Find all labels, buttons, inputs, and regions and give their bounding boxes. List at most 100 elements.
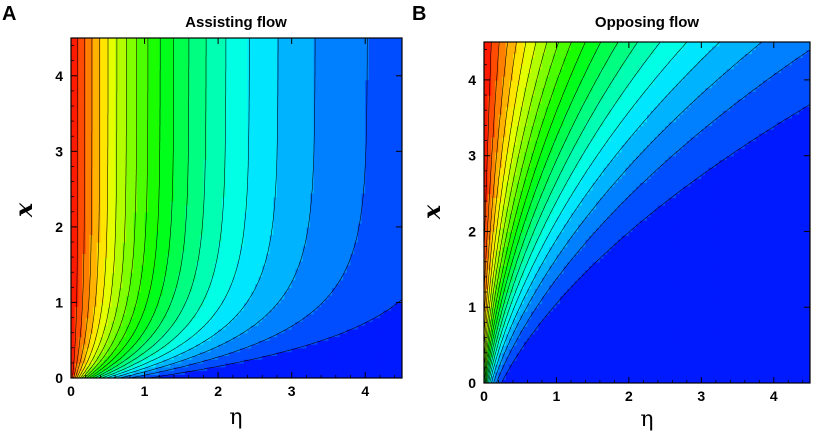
contour-band-cell xyxy=(188,170,194,175)
contour-band-cell xyxy=(221,279,227,285)
contour-band-cell xyxy=(155,272,160,277)
contour-band-cell xyxy=(203,204,208,209)
contour-band-cell xyxy=(100,121,105,126)
contour-band-cell xyxy=(181,355,186,360)
contour-band-cell xyxy=(122,177,127,183)
contour-band-cell xyxy=(240,226,245,232)
contour-band-cell xyxy=(214,215,219,221)
contour-band-cell xyxy=(251,291,256,296)
contour-band-cell xyxy=(78,226,83,232)
contour-band-cell xyxy=(140,362,146,368)
contour-band-cell xyxy=(181,196,186,202)
contour-band-cell xyxy=(254,211,260,217)
contour-band-cell xyxy=(151,336,157,341)
contour-band-cell xyxy=(151,362,157,368)
contour-band-cell xyxy=(243,192,249,198)
contour-band-cell xyxy=(265,68,271,73)
contour-band-cell xyxy=(188,90,194,96)
contour-band-cell xyxy=(225,370,230,375)
contour-band-cell xyxy=(258,272,263,277)
contour-band-cell xyxy=(107,355,113,360)
contour-band-cell xyxy=(262,215,267,221)
contour-band-cell xyxy=(78,189,83,194)
contour-band-cell xyxy=(159,68,164,73)
contour-band-cell xyxy=(96,124,102,130)
contour-band-cell xyxy=(140,325,146,330)
contour-band-cell xyxy=(188,155,194,160)
contour-band-cell xyxy=(115,90,120,96)
contour-band-cell xyxy=(144,317,149,323)
contour-band-cell xyxy=(133,90,138,96)
contour-band-cell xyxy=(159,64,164,69)
contour-band-cell xyxy=(151,268,157,273)
contour-band-cell xyxy=(173,215,179,221)
contour-band-cell xyxy=(210,140,216,145)
contour-band-cell xyxy=(269,260,274,266)
contour-band-cell xyxy=(221,208,227,213)
contour-band-cell xyxy=(207,38,212,43)
contour-band-cell xyxy=(159,332,164,338)
contour-band-cell xyxy=(170,306,175,311)
contour-band-cell xyxy=(203,340,208,345)
contour-band-cell xyxy=(199,102,205,107)
contour-band-cell xyxy=(173,238,179,243)
contour-band-cell xyxy=(269,124,274,130)
contour-band-cell xyxy=(225,45,230,51)
contour-band-cell xyxy=(133,53,138,58)
contour-band-cell xyxy=(148,90,153,96)
contour-band-cell xyxy=(218,344,223,349)
contour-band-cell xyxy=(137,230,142,236)
contour-band-cell xyxy=(243,340,249,345)
contour-band-cell xyxy=(93,321,98,326)
contour-band-cell xyxy=(240,208,245,213)
contour-band-cell xyxy=(104,234,109,239)
contour-band-cell xyxy=(273,317,278,323)
contour-band-cell xyxy=(118,204,124,209)
contour-band-cell xyxy=(100,302,105,307)
contour-band-cell xyxy=(262,170,267,175)
contour-band-cell xyxy=(100,94,105,100)
contour-band-cell xyxy=(155,136,160,141)
contour-band-cell xyxy=(262,60,267,66)
contour-band-cell xyxy=(100,192,105,198)
contour-band-cell xyxy=(210,170,216,175)
contour-band-cell xyxy=(229,72,234,77)
contour-band-cell xyxy=(133,366,138,372)
contour-band-cell xyxy=(177,170,183,175)
contour-band-cell xyxy=(107,340,113,345)
contour-band-cell xyxy=(225,340,230,345)
contour-band-cell xyxy=(133,68,138,73)
contour-band-cell xyxy=(166,102,171,107)
contour-band-cell xyxy=(262,332,267,338)
contour-band-cell xyxy=(225,90,230,96)
contour-band-cell xyxy=(192,41,197,47)
contour-band-cell xyxy=(273,238,278,243)
contour-band-cell xyxy=(269,332,274,338)
contour-band-cell xyxy=(218,325,223,330)
contour-band-cell xyxy=(122,340,127,345)
contour-band-cell xyxy=(173,276,179,281)
contour-band-cell xyxy=(173,200,179,205)
contour-band-cell xyxy=(140,124,146,130)
contour-band-cell xyxy=(162,268,168,273)
contour-band-cell xyxy=(71,177,76,183)
contour-band-cell xyxy=(129,75,135,81)
contour-band-cell xyxy=(203,253,208,258)
contour-band-cell xyxy=(247,215,252,221)
contour-band-cell xyxy=(89,306,94,311)
contour-band-cell xyxy=(104,336,109,341)
contour-band-cell xyxy=(177,189,183,194)
contour-band-cell xyxy=(78,219,83,224)
contour-band-cell xyxy=(177,87,183,92)
contour-band-cell xyxy=(240,64,245,69)
contour-band-cell xyxy=(251,332,256,338)
contour-band-cell xyxy=(225,204,230,209)
contour-band-cell xyxy=(93,276,98,281)
contour-band-cell xyxy=(181,219,186,224)
contour-band-cell xyxy=(74,264,80,270)
contour-band-cell xyxy=(115,189,120,194)
contour-band-cell xyxy=(232,298,238,304)
contour-band-cell xyxy=(129,68,135,73)
contour-band-cell xyxy=(162,260,168,266)
